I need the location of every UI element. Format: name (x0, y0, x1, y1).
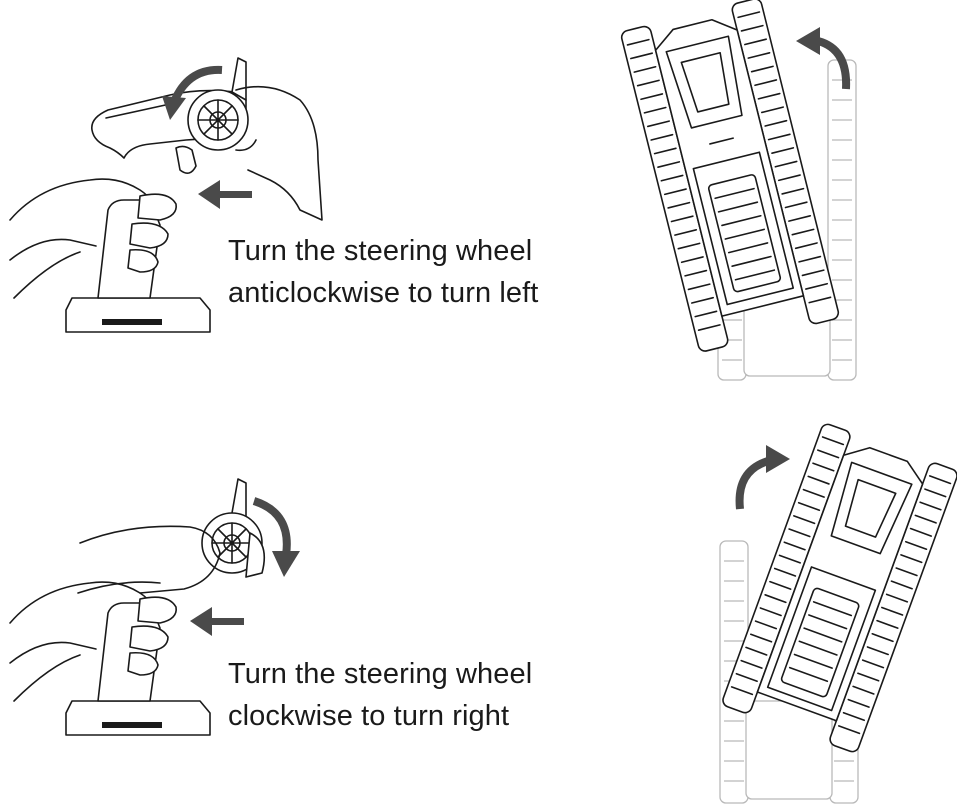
transmitter-illustration (9, 57, 323, 333)
clockwise-arrow (252, 497, 300, 577)
brand-label (102, 722, 162, 728)
tank-turning-right (719, 423, 957, 804)
push-left-arrow (198, 180, 252, 209)
brand-label (102, 319, 162, 325)
tank-turning-left (620, 0, 857, 381)
turn-right-arrow (735, 445, 790, 510)
caption-line-1: Turn the steering wheel (228, 658, 533, 690)
turn-right-panel: Turn the steering wheel clockwise to tur… (0, 403, 957, 806)
turn-left-arrow (796, 27, 851, 90)
anticlockwise-arrow (162, 65, 223, 120)
turn-left-caption: Turn the steering wheel anticlockwise to… (228, 230, 538, 314)
turn-left-panel: Turn the steering wheel anticlockwise to… (9, 0, 857, 381)
active-tank (722, 423, 957, 753)
caption-line-1: Turn the steering wheel (228, 235, 533, 267)
caption-line-2: anticlockwise to turn left (228, 277, 539, 309)
transmitter-illustration (9, 478, 266, 736)
push-left-arrow (190, 607, 244, 636)
turn-right-caption: Turn the steering wheel clockwise to tur… (228, 653, 532, 737)
caption-line-2: clockwise to turn right (228, 700, 510, 732)
active-tank (620, 0, 840, 352)
